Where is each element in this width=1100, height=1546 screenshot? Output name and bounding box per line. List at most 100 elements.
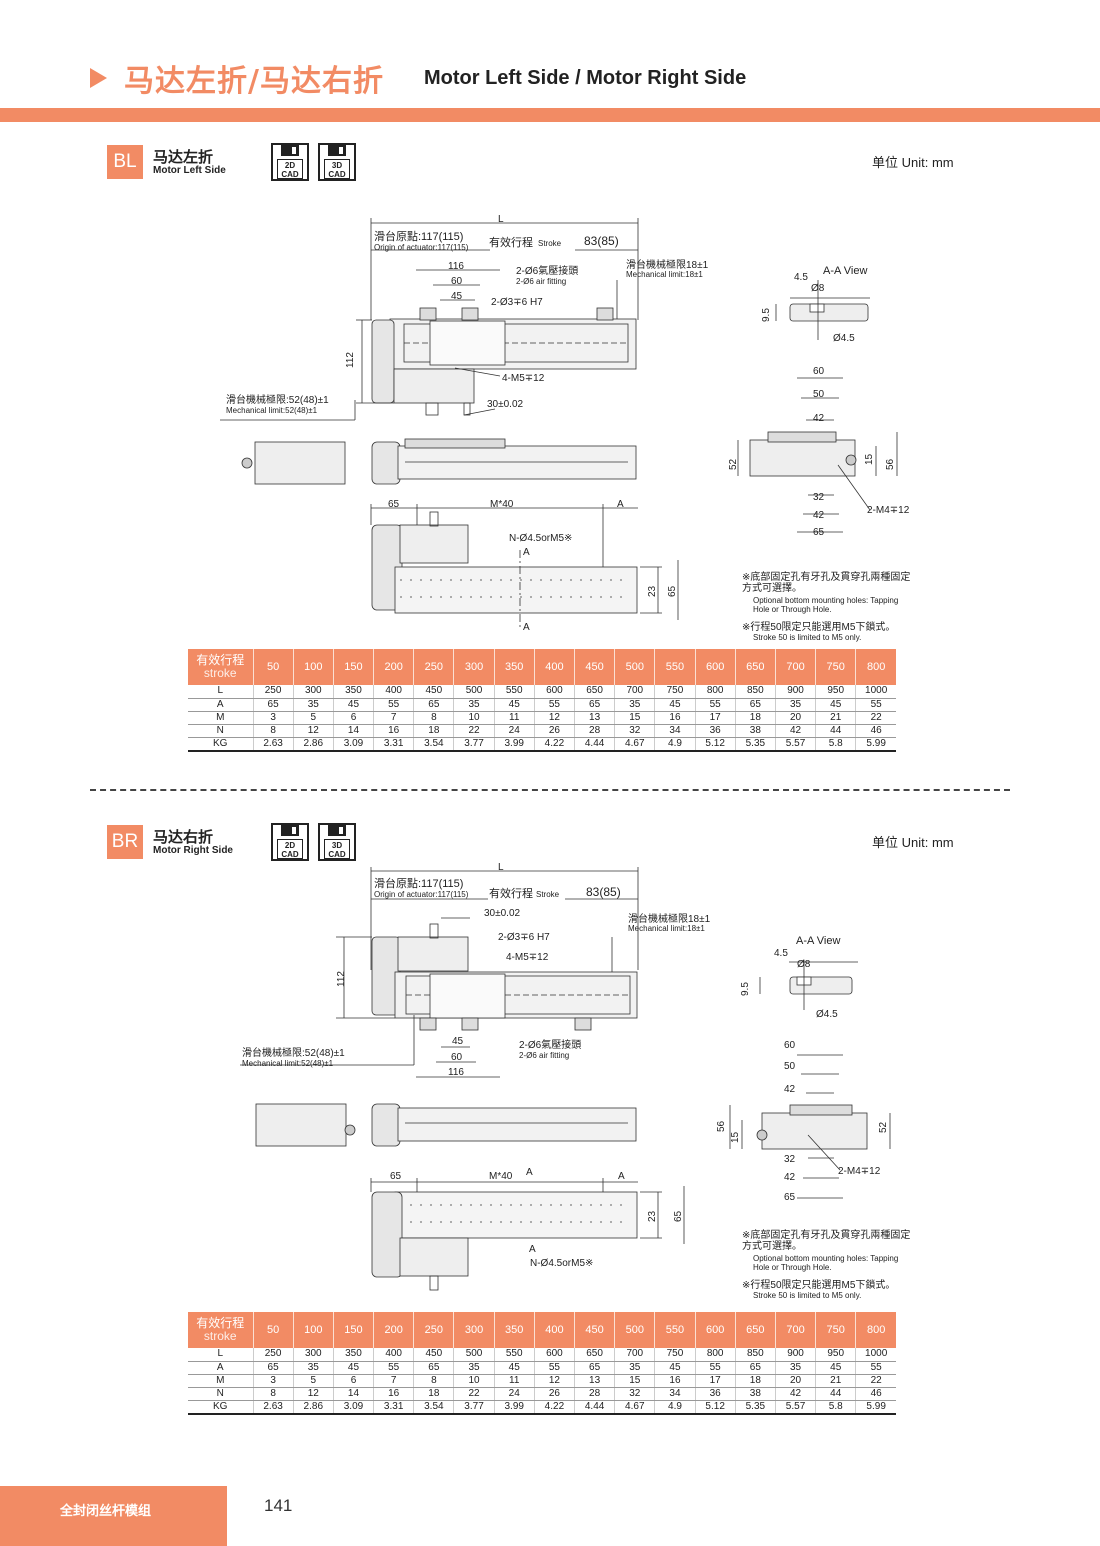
table-cell: 46	[855, 724, 896, 738]
table-cell: 1000	[855, 1348, 896, 1362]
tap-callout: 4-M5∓12	[502, 373, 545, 384]
stroke-header-cn: 有效行程	[196, 653, 245, 667]
table-cell: 24	[493, 1387, 535, 1401]
dim-e42b: 42	[784, 1172, 796, 1183]
cad-3d-download-button[interactable]: 3D CAD	[318, 143, 356, 181]
dim-23: 23	[647, 1210, 658, 1222]
table-cell: 65	[573, 698, 615, 712]
cad-2d-download-button[interactable]: 2D CAD	[271, 823, 309, 861]
table-cell: 900	[774, 1348, 816, 1362]
table-cell: 38	[734, 1387, 776, 1401]
section-divider	[90, 789, 1010, 791]
table-cell: 1000	[855, 685, 896, 699]
m4-callout: 2-M4∓12	[867, 505, 910, 516]
table-cell: 65	[413, 698, 454, 712]
table-cell: 18	[734, 711, 776, 725]
dim-e60: 60	[784, 1040, 796, 1051]
row-label: A	[188, 698, 253, 712]
table-cell: 550	[493, 685, 535, 699]
limit18-cn: 滑台機械極限18±1	[628, 912, 711, 925]
table-cell: 3.54	[413, 737, 454, 752]
table-cell: 14	[332, 724, 374, 738]
table-cell: 5.8	[815, 1400, 856, 1415]
table-cell: 22	[453, 724, 495, 738]
table-cell: 4.44	[573, 737, 615, 752]
table-cell: 5.99	[855, 737, 896, 752]
table-cell: 550	[493, 1348, 535, 1362]
table-cell: 6	[332, 711, 374, 725]
table-cell: 65	[734, 698, 776, 712]
floppy-disk-icon	[328, 825, 346, 836]
air-en: 2-Ø6 air fitting	[516, 277, 566, 286]
dim-23: 23	[647, 585, 658, 597]
header-bar	[0, 108, 1100, 122]
table-cell: 16	[373, 1387, 414, 1401]
column-header: 250	[413, 649, 454, 685]
row-label: L	[188, 685, 253, 699]
stroke-header-cn: 有效行程	[196, 1316, 245, 1330]
table-cell: 3.31	[373, 737, 414, 752]
dim-45: 45	[452, 1036, 464, 1047]
table-cell: 42	[774, 1387, 816, 1401]
section-mark-a: A	[526, 1167, 533, 1178]
column-header: 500	[614, 1312, 655, 1348]
table-cell: 3	[252, 711, 294, 725]
table-cell: 15	[614, 1374, 655, 1388]
dim-9-5: 9.5	[761, 308, 772, 322]
dim-L: L	[498, 862, 504, 873]
table-cell: 32	[614, 1387, 655, 1401]
dim-e52: 52	[728, 458, 739, 470]
table-cell: 650	[573, 685, 615, 699]
table-cell: 21	[815, 1374, 856, 1388]
table-cell: 55	[855, 698, 896, 712]
dim-60: 60	[451, 1052, 463, 1063]
table-cell: 850	[734, 1348, 776, 1362]
table-cell: 20	[774, 711, 816, 725]
cad-3d-download-button[interactable]: 3D CAD	[318, 823, 356, 861]
note-cn: ※行程50限定只能選用M5下鎖式。	[742, 1280, 896, 1291]
note-en: Optional bottom mounting holes: Tapping …	[753, 596, 899, 614]
dim-30: 30±0.02	[484, 908, 521, 919]
table-cell: 7	[373, 711, 414, 725]
dim-4-5: 4.5	[794, 272, 808, 283]
row-label: L	[188, 1348, 253, 1362]
table-cell: 35	[292, 698, 334, 712]
table-cell: 35	[453, 698, 495, 712]
dim-A: A	[618, 1171, 625, 1182]
table-cell: 3.99	[493, 1400, 535, 1415]
dim-65v: 65	[673, 1210, 684, 1222]
dim-e15: 15	[730, 1131, 741, 1143]
section-title-en: Motor Right Side	[153, 845, 233, 856]
note-stroke50: ※行程50限定只能選用M5下鎖式。 Stroke 50 is limited t…	[742, 1280, 895, 1300]
cad-2d-download-button[interactable]: 2D CAD	[271, 143, 309, 181]
table-cell: 850	[734, 685, 776, 699]
table-cell: 350	[332, 685, 374, 699]
table-cell: 14	[332, 1387, 374, 1401]
table-cell: 5.8	[815, 737, 856, 752]
table-cell: 55	[373, 1361, 414, 1375]
column-header: 200	[373, 649, 414, 685]
table-cell: 6	[332, 1374, 374, 1388]
table-header-row: 有效行程 stroke 50 100 150 200 250 300 350 4…	[188, 1312, 896, 1348]
table-cell: 36	[694, 724, 736, 738]
table-cell: 800	[694, 685, 736, 699]
dim-65: 65	[388, 499, 400, 510]
stroke-header-en: stroke	[203, 1329, 237, 1343]
table-cell: 17	[694, 711, 736, 725]
row-label: M	[188, 1374, 253, 1388]
table-cell: 35	[774, 698, 816, 712]
dim-m40: M*40	[489, 1171, 513, 1182]
dim-e15: 15	[864, 453, 875, 465]
table-cell: 3.09	[332, 737, 374, 752]
dim-e50: 50	[813, 389, 825, 400]
table-cell: 950	[815, 685, 856, 699]
note-stroke50: ※行程50限定只能選用M5下鎖式。 Stroke 50 is limited t…	[742, 622, 895, 642]
table-cell: 2.63	[252, 1400, 294, 1415]
table-cell: 5.99	[855, 1400, 896, 1415]
table-cell: 12	[292, 724, 334, 738]
dim-e50: 50	[784, 1061, 796, 1072]
table-cell: 16	[373, 724, 414, 738]
